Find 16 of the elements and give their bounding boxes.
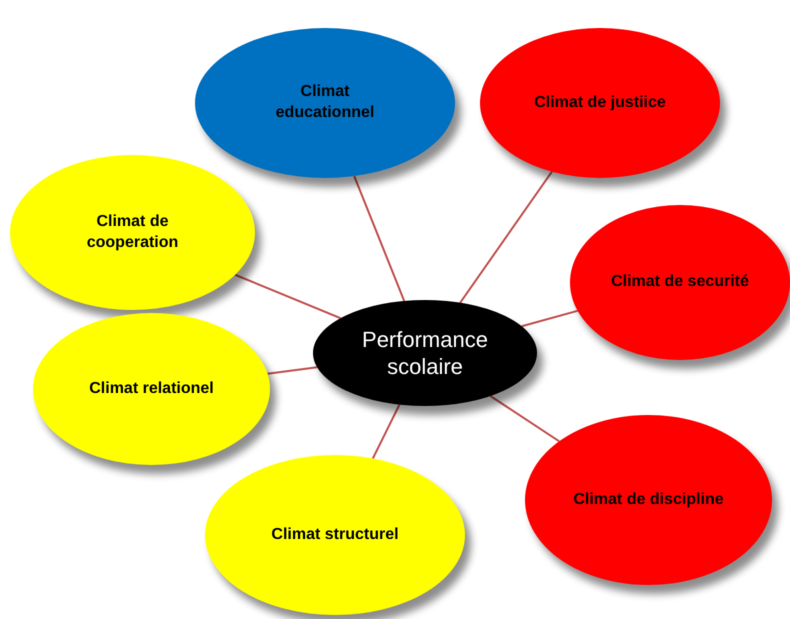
node-label: Climat relationel bbox=[89, 378, 214, 399]
connector-line bbox=[459, 171, 553, 304]
connector-line bbox=[267, 366, 318, 375]
node-label: Climat de discipline bbox=[573, 490, 724, 510]
connector-line bbox=[490, 395, 560, 442]
oval-node bbox=[33, 313, 270, 465]
connector-line bbox=[521, 310, 578, 328]
connector-line bbox=[353, 176, 406, 302]
connector-line bbox=[234, 274, 341, 320]
connector-line bbox=[372, 404, 400, 459]
node-label: Performance scolaire bbox=[361, 326, 489, 380]
node-label: Climat educationnel bbox=[274, 82, 376, 123]
node-label: Climat de securité bbox=[611, 272, 749, 292]
node-label: Climat de justiice bbox=[534, 92, 666, 113]
node-label: Climat de cooperation bbox=[86, 212, 180, 252]
node-label: Climat structurel bbox=[271, 524, 399, 545]
